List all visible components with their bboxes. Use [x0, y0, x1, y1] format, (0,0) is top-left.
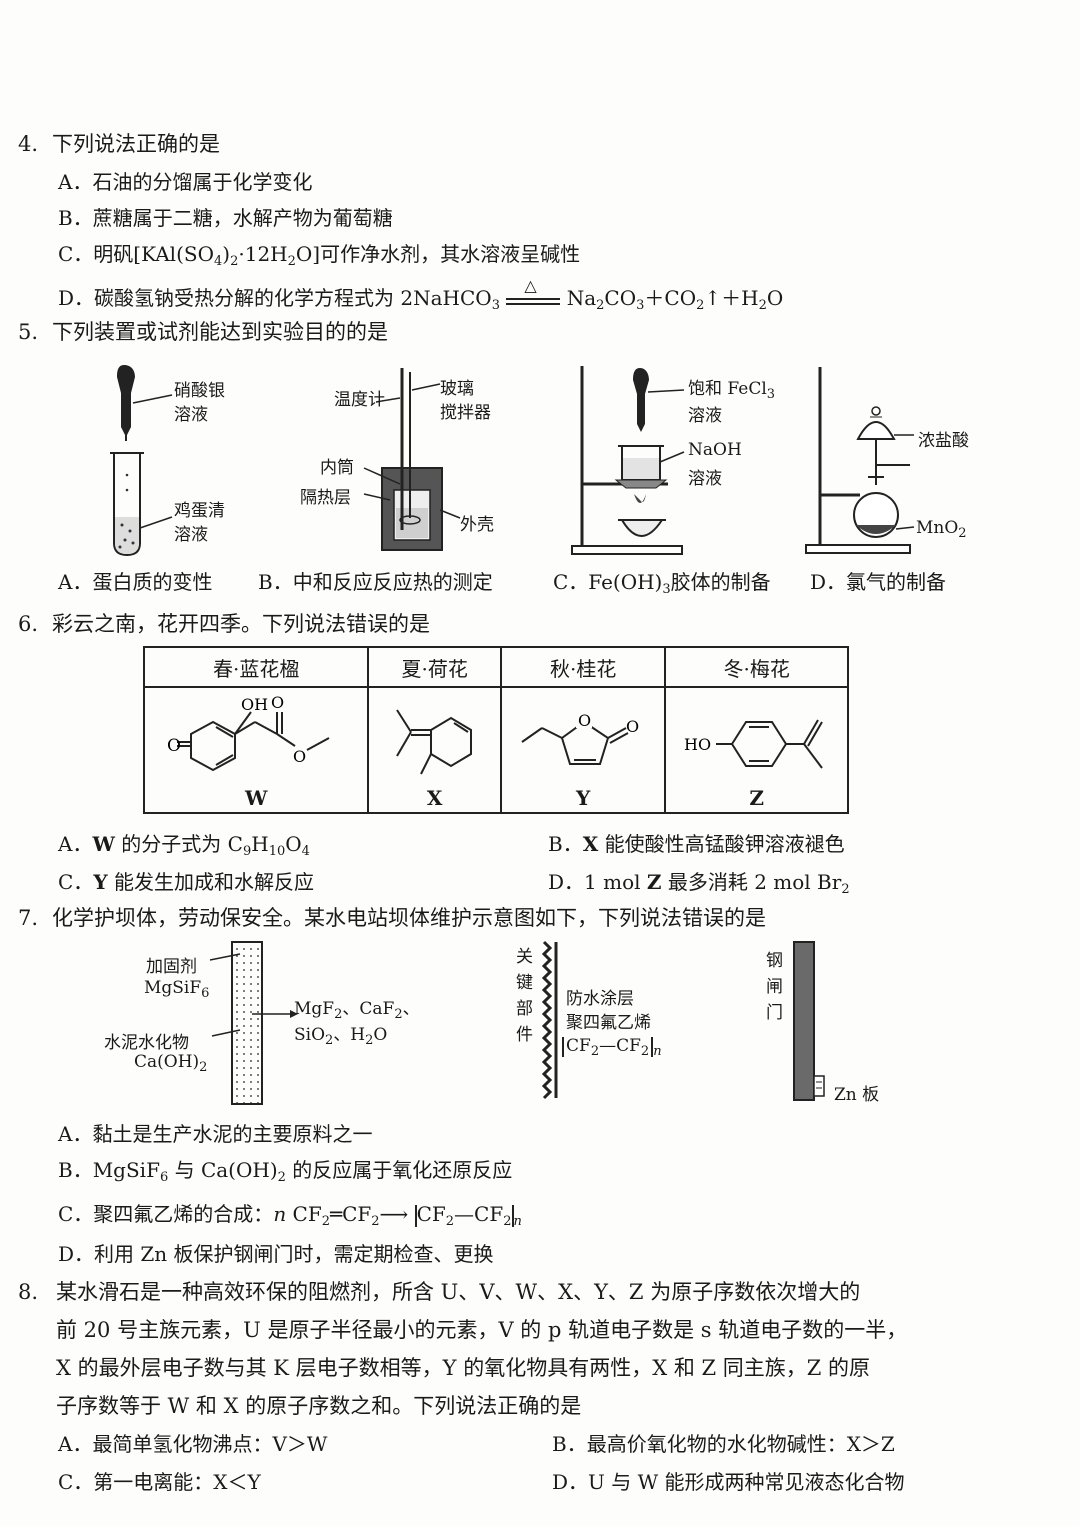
label-waterproof-coating: 防水涂层	[566, 989, 634, 1009]
label-x: X	[426, 786, 443, 810]
steel-gate-diagram	[793, 941, 825, 1101]
label-stirrer: 搅拌器	[440, 403, 491, 423]
label-silver-nitrate: 硝酸银	[174, 381, 225, 401]
svg-text:OH: OH	[241, 695, 268, 714]
label-fecl3: 饱和 FeCl3	[688, 379, 776, 402]
q4-option-b: B．蔗糖属于二糖，水解产物为葡萄糖	[58, 206, 393, 230]
q8-option-c: C．第一电离能：X＜Y	[58, 1470, 261, 1494]
q4-number: 4.	[18, 132, 39, 156]
q7-option-b: B．MgSiF6 与 Ca(OH)2 的反应属于氧化还原反应	[58, 1158, 513, 1185]
label-thermometer: 温度计	[334, 390, 385, 410]
label-solution-1: 溶液	[174, 405, 208, 425]
q8-number: 8.	[18, 1280, 39, 1304]
dam-wall-diagram	[209, 941, 298, 1105]
structure-y: O O	[521, 711, 639, 765]
label-outer-shell: 外壳	[460, 515, 494, 535]
q8-option-a: A．最简单氢化物沸点：V＞W	[58, 1432, 328, 1456]
label-fecl3-solution: 溶液	[688, 406, 722, 426]
label-products-2: SiO2、H2O	[294, 1025, 388, 1048]
q6-option-c: C．Y 能发生加成和水解反应	[58, 870, 314, 894]
label-mgsif6: MgSiF6	[144, 978, 210, 1001]
q6-option-d: D．1 mol Z 最多消耗 2 mol Br2	[548, 870, 850, 897]
cell-w: O OH O O W	[142, 686, 370, 814]
label-glass: 玻璃	[440, 379, 474, 399]
q8-option-b: B．最高价氧化物的水化物碱性：X＞Z	[552, 1432, 895, 1456]
cell-x: X	[367, 686, 502, 814]
label-naoh: NaOH	[688, 440, 742, 460]
key-component-coating	[541, 940, 558, 1100]
label-key-part: 关键部件	[516, 947, 533, 1045]
q5-stem: 下列装置或试剂能达到实验目的的是	[52, 320, 388, 344]
svg-text:O: O	[578, 711, 591, 730]
cell-z: HO Z	[664, 686, 849, 814]
label-solution-2: 溶液	[174, 525, 208, 545]
header-winter: 冬·梅花	[664, 646, 849, 688]
q6-option-b: B．X 能使酸性高锰酸钾溶液褪色	[548, 832, 845, 856]
label-mno2: MnO2	[916, 518, 967, 541]
apparatus-a-diagram	[110, 365, 173, 557]
label-zinc-plate: Zn 板	[834, 1085, 880, 1105]
flower-structure-table: 春·蓝花楹 夏·荷花 秋·桂花 冬·梅花 O OH O O	[142, 646, 849, 814]
label-conc-hcl: 浓盐酸	[918, 431, 969, 451]
label-z: Z	[749, 786, 764, 810]
q8-option-d: D．U 与 W 能形成两种常见液态化合物	[552, 1470, 905, 1494]
svg-text:O: O	[626, 717, 639, 736]
label-egg-white: 鸡蛋清	[174, 501, 225, 521]
header-spring: 春·蓝花楹	[142, 646, 370, 688]
svg-text:HO: HO	[684, 735, 711, 754]
q6-option-a: A．W 的分子式为 C9H10O4	[58, 832, 310, 859]
q7-option-d: D．利用 Zn 板保护钢闸门时，需定期检查、更换	[58, 1242, 494, 1266]
header-autumn: 秋·桂花	[499, 646, 667, 688]
q4-stem: 下列说法正确的是	[52, 132, 220, 156]
label-cement-hydrate: 水泥水化物	[104, 1033, 189, 1053]
svg-text:O: O	[293, 747, 306, 766]
apparatus-c-colloid	[571, 366, 685, 555]
svg-text:O: O	[167, 736, 181, 756]
label-w: W	[244, 786, 268, 810]
q8-stem-line3: X 的最外层电子数与其 K 层电子数相等，Y 的氧化物具有两性，X 和 Z 同主…	[56, 1356, 871, 1380]
q4-option-c: C．明矾[KAl(SO4)2·12H2O]可作净水剂，其水溶液呈碱性	[58, 242, 581, 269]
q7-number: 7.	[18, 906, 39, 930]
q8-stem-line1: 某水滑石是一种高效环保的阻燃剂，所含 U、V、W、X、Y、Z 为原子序数依次增大…	[56, 1280, 861, 1304]
q4-option-d: D．碳酸氢钠受热分解的化学方程式为 2NaHCO3 △ Na2CO3＋CO2↑＋…	[58, 275, 784, 314]
q5-option-d: D．氯气的制备	[810, 570, 947, 594]
label-y: Y	[576, 786, 591, 810]
q5-number: 5.	[18, 320, 39, 344]
q5-option-c: C．Fe(OH)3胶体的制备	[553, 570, 771, 597]
q7-option-a: A．黏土是生产水泥的主要原料之一	[58, 1122, 373, 1146]
apparatus-d-chlorine	[805, 367, 915, 554]
structure-z: HO	[684, 719, 823, 769]
q8-stem-line4: 子序数等于 W 和 X 的原子序数之和。下列说法正确的是	[56, 1394, 582, 1418]
label-caoh2: Ca(OH)2	[134, 1052, 208, 1075]
q4-option-a: A．石油的分馏属于化学变化	[58, 170, 313, 194]
label-ptfe: 聚四氟乙烯	[566, 1013, 651, 1033]
label-inner-cup: 内筒	[320, 458, 354, 478]
apparatus-b-leaders	[363, 467, 461, 519]
q6-stem: 彩云之南，花开四季。下列说法错误的是	[52, 612, 430, 636]
cell-y: O O Y	[499, 686, 667, 814]
q7-stem: 化学护坝体，劳动保安全。某水电站坝体维护示意图如下，下列说法错误的是	[52, 906, 766, 930]
apparatus-b-calorimeter	[375, 368, 443, 551]
label-insulation: 隔热层	[300, 488, 351, 508]
label-products-1: MgF2、CaF2、	[294, 999, 420, 1022]
q6-number: 6.	[18, 612, 39, 636]
label-reinforcer: 加固剂	[146, 957, 197, 977]
svg-text:O: O	[271, 694, 284, 712]
structure-x	[395, 709, 472, 775]
label-naoh-solution: 溶液	[688, 469, 722, 489]
q5-option-b: B．中和反应反应热的测定	[258, 570, 493, 594]
structure-w: O OH O O	[167, 694, 330, 772]
q8-stem-line2: 前 20 号主族元素，U 是原子半径最小的元素，V 的 p 轨道电子数是 s 轨…	[56, 1318, 908, 1342]
label-steel-gate: 钢闸门	[766, 951, 783, 1023]
header-summer: 夏·荷花	[367, 646, 502, 688]
heat-arrow: △	[506, 276, 561, 310]
q5-option-a: A．蛋白质的变性	[58, 570, 213, 594]
